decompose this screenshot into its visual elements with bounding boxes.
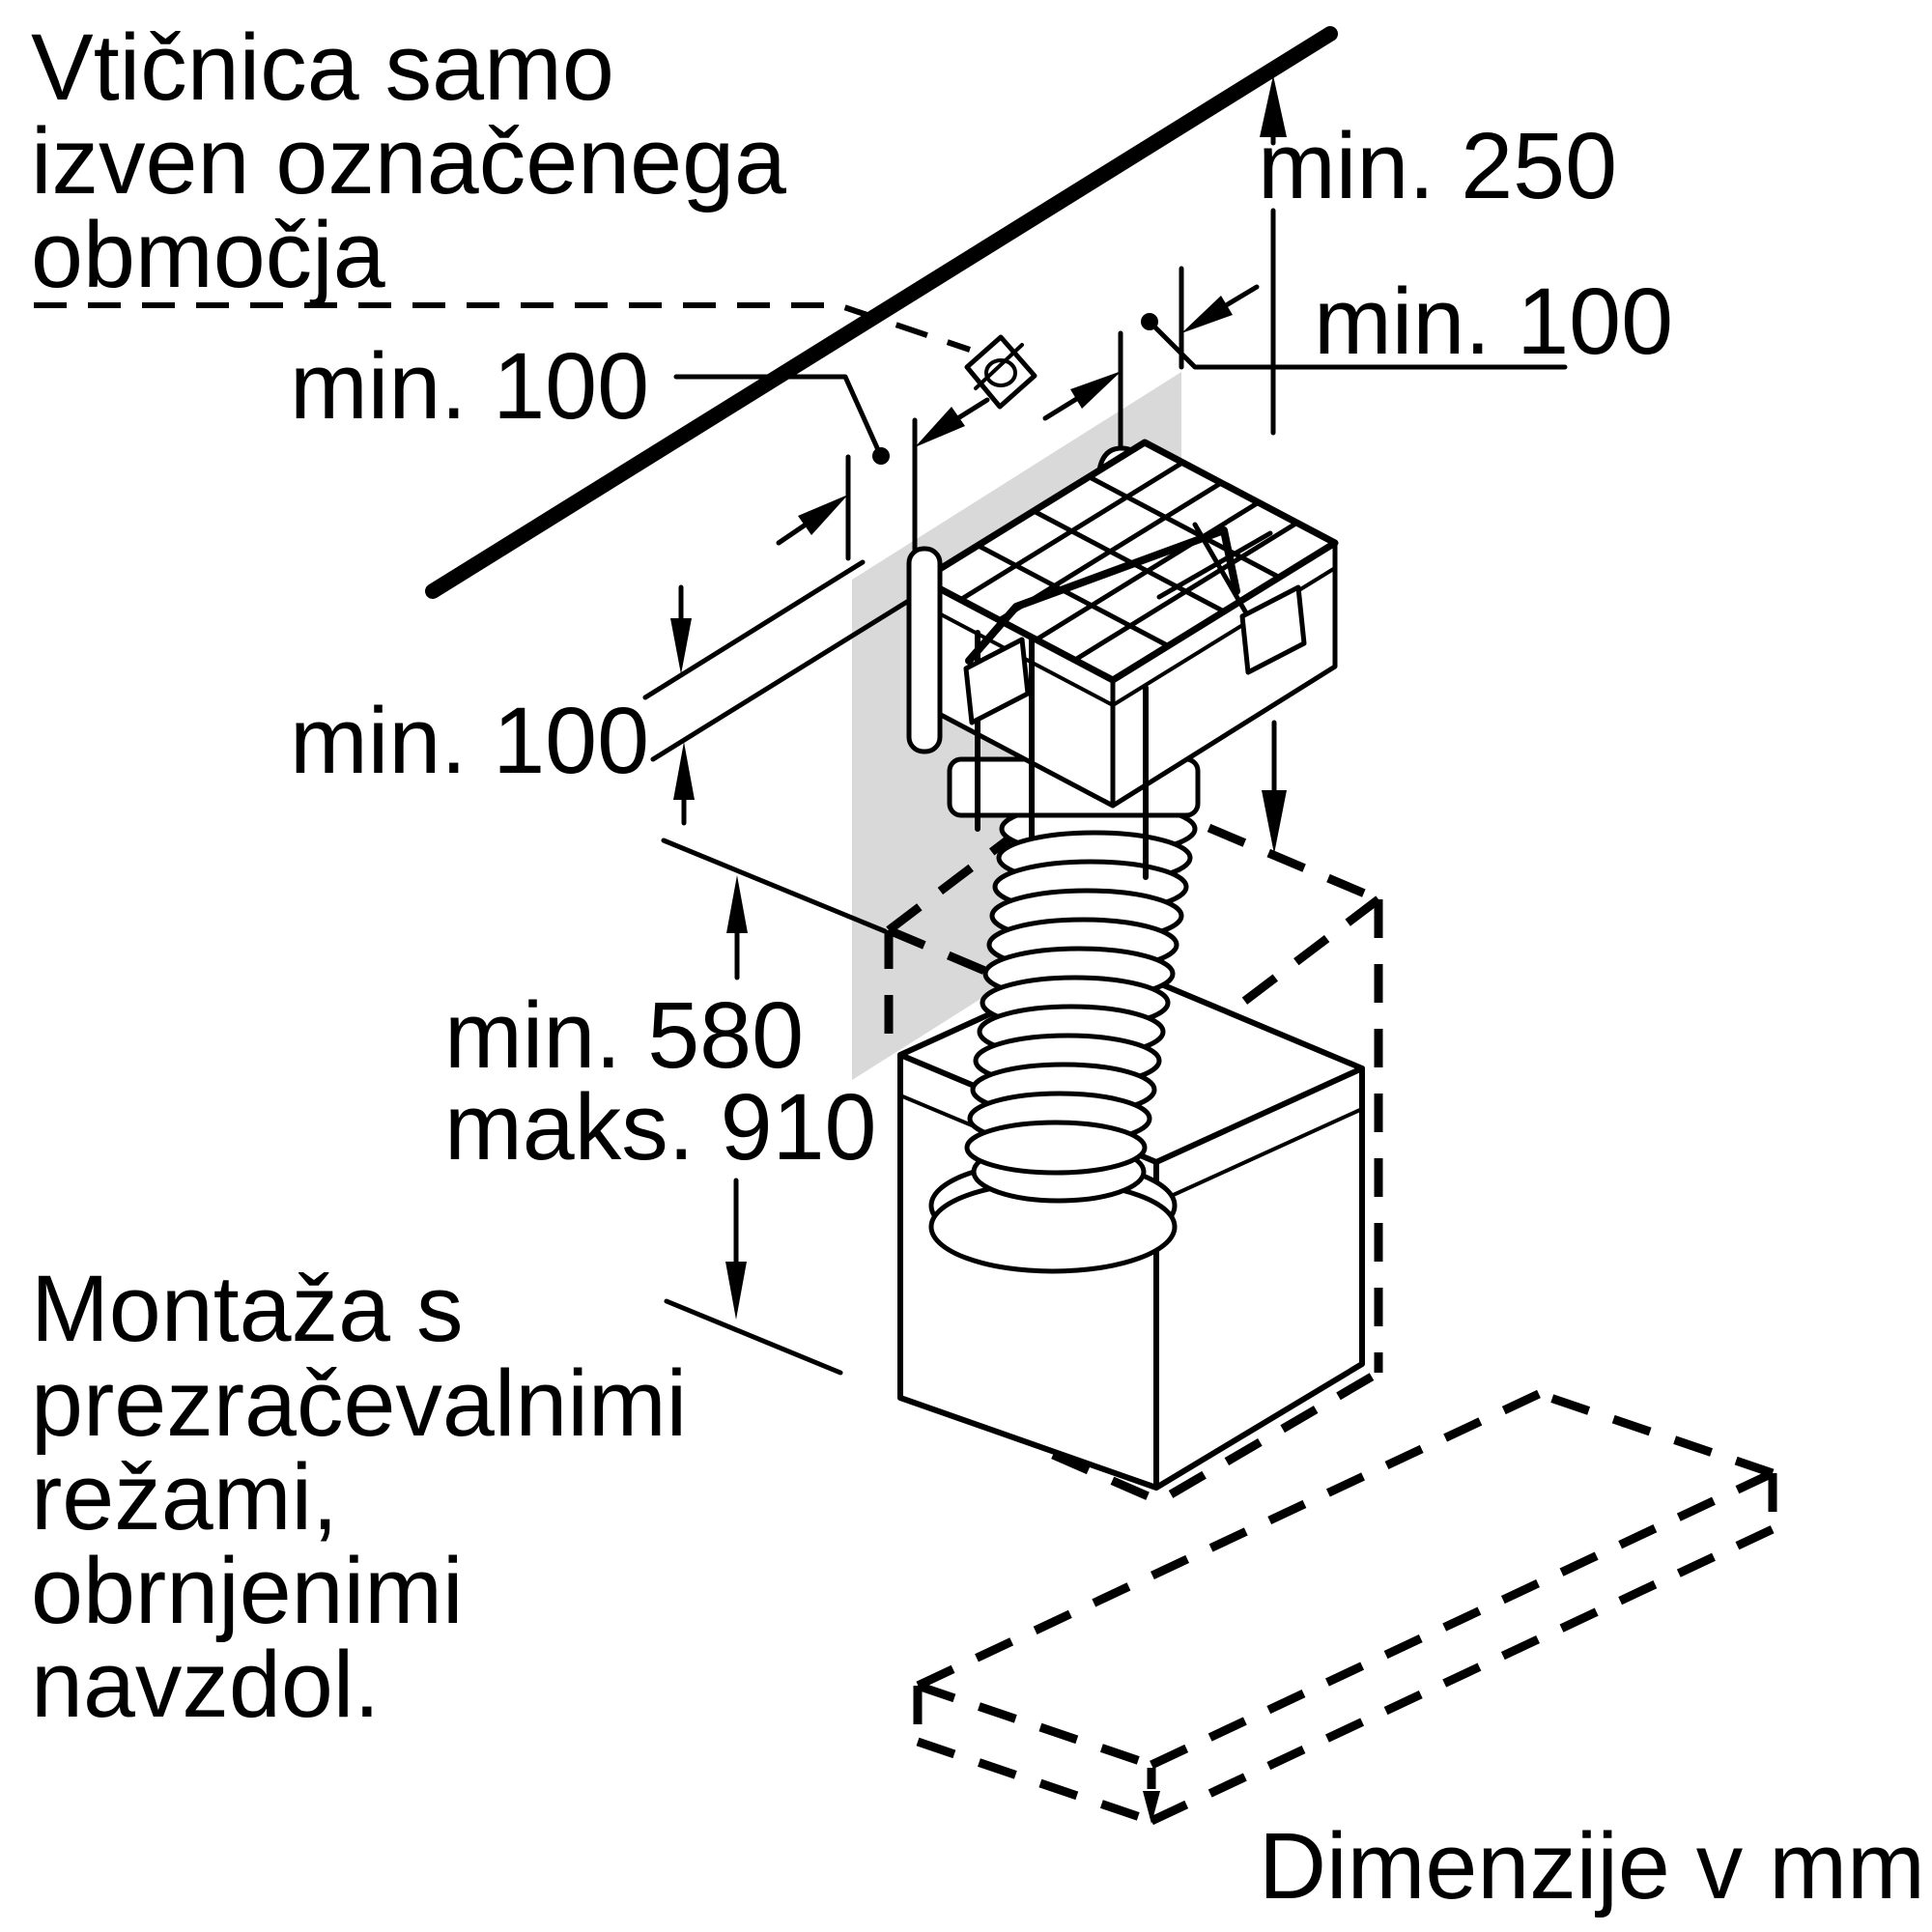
countertop-corner-arrow — [1143, 1791, 1160, 1824]
note-socket-line-2: izven označenega — [31, 108, 786, 213]
recirculation-diffuser — [906, 439, 1339, 880]
dimension-height-range: min. 580 maks. 910 — [444, 838, 888, 1376]
note-mounting-line-4: obrnjenimi — [31, 1538, 464, 1643]
diffuser-clamp-right — [1239, 584, 1307, 675]
filter-wire-brace-1 — [1156, 530, 1273, 600]
wall-line — [425, 26, 1338, 599]
note-socket-line-3: območja — [31, 202, 385, 307]
note-socket-line-1: Vtičnica samo — [31, 14, 614, 120]
cabinet-bottom-dashed-edges — [1051, 1369, 1381, 1506]
dimension-min-250: min. 250 — [1258, 75, 1617, 854]
note-units: Dimenzije v mm — [1259, 1813, 1925, 1918]
note-mounting-line-3: režami, — [31, 1444, 338, 1549]
units-label: Dimenzije v mm — [1259, 1813, 1925, 1918]
dimension-label-chimney-max: maks. 910 — [444, 1074, 877, 1179]
power-socket-icon — [964, 334, 1037, 410]
dimension-min-100-right: min. 100 — [1042, 266, 1673, 520]
dimension-label-min-100-right: min. 100 — [1314, 269, 1673, 374]
filter-wire-handle — [965, 526, 1240, 665]
flex-hose — [928, 756, 1201, 1274]
note-mounting-line-2: prezračevalnimi — [31, 1350, 687, 1456]
dimension-min-100-vertical: min. 100 — [290, 559, 918, 826]
diffuser-corner-post — [906, 546, 943, 754]
dimension-label-min-100-vertical: min. 100 — [290, 688, 649, 793]
dimension-label-min-250: min. 250 — [1258, 113, 1617, 218]
marked-area-boundary-dashed-line — [34, 302, 971, 353]
dimension-label-chimney-min: min. 580 — [444, 982, 804, 1088]
dimension-label-min-100-left: min. 100 — [290, 333, 649, 439]
diffuser-clamp-front — [963, 637, 1031, 725]
countertop-outline-dashed — [913, 1389, 1777, 1826]
note-socket-position: Vtičnica samo izven označenega območja — [31, 14, 786, 307]
note-mounting-line-1: Montaža s — [31, 1256, 464, 1361]
note-mounting: Montaža s prezračevalnimi režami, obrnje… — [31, 1256, 687, 1737]
note-mounting-line-5: navzdol. — [31, 1632, 380, 1737]
filter-wire-brace-2 — [1192, 522, 1255, 626]
